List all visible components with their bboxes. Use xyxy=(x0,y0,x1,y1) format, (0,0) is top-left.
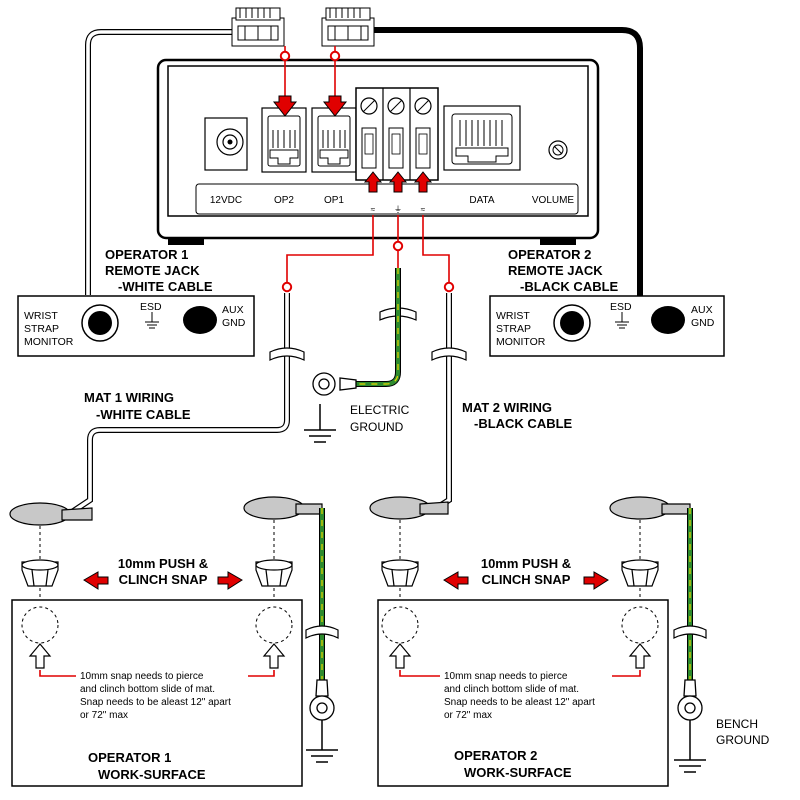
mat2-wiring-label-2: -BLACK CABLE xyxy=(474,416,573,431)
red-wires-terminal xyxy=(281,215,455,293)
electric-ground-symbol xyxy=(304,404,336,443)
terminal-arrows xyxy=(363,171,433,193)
snap-label-2-line-1: 10mm PUSH & xyxy=(481,556,571,571)
remote-jack-1 xyxy=(17,295,255,357)
port-label-op2: OP2 xyxy=(274,195,294,206)
terminal-mark-middle: ⏚ xyxy=(394,205,402,214)
white-cable-top xyxy=(85,29,235,295)
monitor-foot-left xyxy=(168,238,204,245)
snap-heads xyxy=(9,496,691,526)
remote-jack-1-aux-1: AUX xyxy=(222,304,244,316)
port-label-volume: VOLUME xyxy=(532,195,575,206)
terminal-mark-right: ≈ xyxy=(421,205,426,214)
cable-breaks xyxy=(269,307,467,361)
electric-ground-label-1: ELECTRIC xyxy=(350,403,410,417)
monitor-foot-right xyxy=(540,238,576,245)
remote-jack-1-wrist-2: STRAP xyxy=(24,323,59,335)
bench-ground-label-2: GROUND xyxy=(716,733,770,747)
black-cable-top xyxy=(368,27,643,296)
note-2-line-2: and clinch bottom slide of mat. xyxy=(444,684,579,695)
remote-jack-2-wrist-3: MONITOR xyxy=(496,336,546,348)
remote-jack-2-title-3: -BLACK CABLE xyxy=(520,279,619,294)
remote-jack-2-wrist-2: STRAP xyxy=(496,323,531,335)
port-label-12vdc: 12VDC xyxy=(210,195,242,206)
terminal-mark-left: ≈ xyxy=(371,205,376,214)
terminal-block xyxy=(355,87,439,181)
bench-ground-label-1: BENCH xyxy=(716,717,758,731)
note-1-line-2: and clinch bottom slide of mat. xyxy=(80,684,215,695)
mat1-wiring-label-2: -WHITE CABLE xyxy=(96,407,191,422)
snap-label-1-line-1: 10mm PUSH & xyxy=(118,556,208,571)
remote-jack-1-title-3: -WHITE CABLE xyxy=(118,279,213,294)
snap-bottoms xyxy=(21,559,659,587)
plug-white xyxy=(231,7,285,47)
remote-jack-2-wrist-1: WRIST xyxy=(496,310,530,322)
volume-knob xyxy=(548,140,568,160)
mat1-cable xyxy=(70,293,290,515)
work-surface-1-label-2: WORK-SURFACE xyxy=(98,767,206,782)
data-jack xyxy=(443,105,521,171)
remote-jack-1-title-1: OPERATOR 1 xyxy=(105,247,188,262)
port-label-data: DATA xyxy=(469,195,495,206)
remote-jack-1-title-2: REMOTE JACK xyxy=(105,263,200,278)
monitor-unit: 12VDC OP2 OP1 DATA VOLUME ≈ ⏚ ≈ xyxy=(156,58,600,245)
snap-label-2-line-2: CLINCH SNAP xyxy=(482,572,571,587)
esd-ground-symbol-1 xyxy=(145,312,159,329)
work-surface-2-label-1: OPERATOR 2 xyxy=(454,748,537,763)
red-arrows-top xyxy=(272,95,348,117)
ring-terminal-electric xyxy=(312,372,357,396)
note-1-line-1: 10mm snap needs to pierce xyxy=(80,671,204,682)
red-wires-top xyxy=(279,46,341,98)
op1-jack xyxy=(311,107,357,173)
work-surface-1-label-1: OPERATOR 1 xyxy=(88,750,171,765)
snap-arrows xyxy=(83,571,609,590)
electric-ground-wire xyxy=(340,268,401,387)
remote-jack-2-aux-1: AUX xyxy=(691,304,713,316)
snap-holes xyxy=(21,606,659,644)
remote-jack-2-aux-2: GND xyxy=(691,317,715,329)
remote-jack-2 xyxy=(489,295,725,357)
work-surface-2-label-2: WORK-SURFACE xyxy=(464,765,572,780)
mat2-cable xyxy=(428,293,452,515)
remote-jack-1-esd: ESD xyxy=(140,301,162,313)
remote-jack-1-wrist-3: MONITOR xyxy=(24,336,74,348)
dc-jack xyxy=(204,117,248,171)
electric-ground-label-2: GROUND xyxy=(350,420,404,434)
note-2-line-4: or 72" max xyxy=(444,710,492,721)
note-2-line-1: 10mm snap needs to pierce xyxy=(444,671,568,682)
snap-label-1-line-2: CLINCH SNAP xyxy=(119,572,208,587)
remote-jack-2-esd: ESD xyxy=(610,301,632,313)
bench-ground-symbols xyxy=(306,720,706,773)
up-arrows xyxy=(28,643,652,669)
plug-black xyxy=(321,7,375,47)
work-surface-1 xyxy=(11,599,303,787)
remote-jack-1-aux-2: GND xyxy=(222,317,246,329)
remote-jack-2-title-1: OPERATOR 2 xyxy=(508,247,591,262)
work-surface-2 xyxy=(377,599,669,787)
mat2-wiring-label-1: MAT 2 WIRING xyxy=(462,400,552,415)
op2-jack xyxy=(261,107,307,173)
mat1-wiring-label-1: MAT 1 WIRING xyxy=(84,390,174,405)
port-label-strip xyxy=(195,183,579,215)
port-label-op1: OP1 xyxy=(324,195,344,206)
note-1-line-3: Snap needs to be aleast 12" apart xyxy=(80,697,231,708)
ground-breaks xyxy=(305,625,707,639)
note-red-lines xyxy=(39,670,641,677)
remote-jack-2-title-2: REMOTE JACK xyxy=(508,263,603,278)
ring-terminal-bench xyxy=(309,679,703,721)
note-1-line-4: or 72" max xyxy=(80,710,128,721)
remote-jack-1-wrist-1: WRIST xyxy=(24,310,58,322)
note-2-line-3: Snap needs to be aleast 12" apart xyxy=(444,697,595,708)
esd-ground-symbol-2 xyxy=(615,312,629,329)
